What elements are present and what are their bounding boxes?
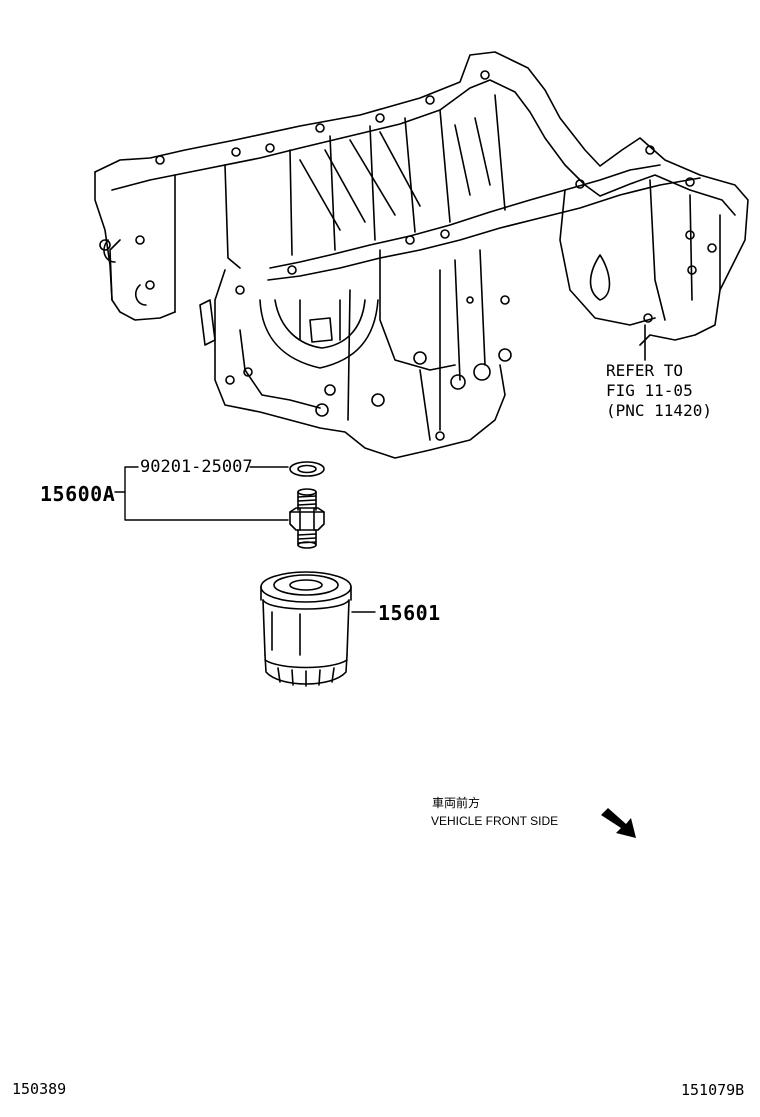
reference-line-3: (PNC 11420) <box>606 401 712 420</box>
reference-line-2: FIG 11-05 <box>606 381 693 400</box>
gasket-ring <box>289 461 325 477</box>
gasket-part-number: 90201-25007 <box>140 457 253 477</box>
reference-line-1: REFER TO <box>606 361 684 380</box>
callout-leaders <box>114 466 376 613</box>
union-stud <box>289 488 325 549</box>
direction-japanese: 車両前方 <box>432 796 481 810</box>
direction-english: VEHICLE FRONT SIDE <box>431 814 559 828</box>
oil-pan-illustration <box>94 51 749 459</box>
oil-filter <box>260 571 352 687</box>
union-part-number: 15600A <box>40 482 116 506</box>
footer-left-code: 150389 <box>12 1080 67 1098</box>
footer-right-code: 151079B <box>681 1081 745 1099</box>
arrow-down-right-icon <box>601 808 636 838</box>
oil-filter-part-number: 15601 <box>378 601 441 625</box>
